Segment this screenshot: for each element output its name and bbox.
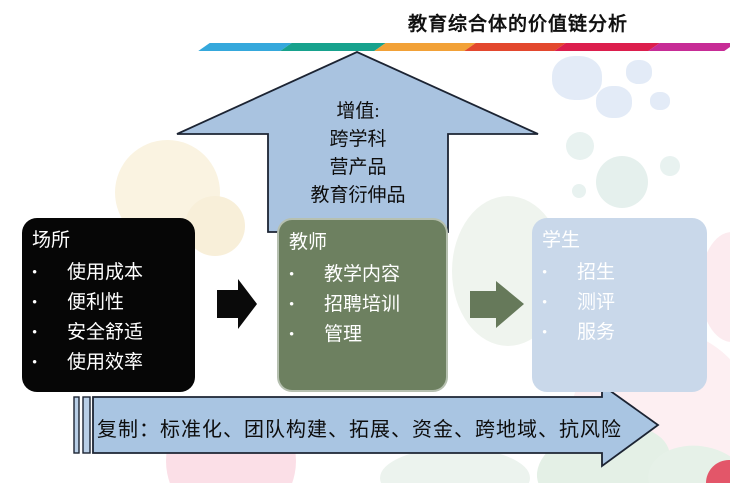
bottom-arrow-shape [92, 383, 660, 468]
up-arrow-line-4: 教育衍伸品 [310, 185, 406, 206]
bottom-arrow-label: 复制：标准化、团队构建、拓展、资金、跨地域、抗风险 [97, 419, 622, 441]
up-arrow-line-1: 增值: [336, 101, 380, 122]
decor-teal-circle-tiny [572, 184, 586, 198]
bullet-icon: • [289, 267, 295, 283]
student-box: 学生 • 招生 • 测评 • 服务 [532, 218, 707, 392]
bullet-icon: • [542, 325, 548, 341]
student-box-list: • 招生 • 测评 • 服务 [542, 258, 699, 348]
green-right-arrow [470, 281, 524, 328]
up-arrow-label: 增值: 跨学科 营产品 教育衍伸品 [252, 98, 464, 210]
decor-blue-flake-1 [552, 56, 602, 100]
black-right-arrow [217, 279, 257, 329]
up-arrow-shape [176, 51, 539, 233]
teacher-box-title: 教师 [289, 232, 328, 253]
bottom-arrow-stripe-1 [73, 396, 80, 454]
list-item: • 招生 [542, 258, 699, 288]
decor-blue-flake-3 [626, 60, 652, 84]
list-item-label: 招聘培训 [324, 294, 401, 315]
list-item-label: 测评 [577, 292, 616, 313]
list-item: • 安全舒适 [32, 318, 187, 348]
venue-box: 场所 • 使用成本 • 便利性 • 安全舒适 • 使用效率 [22, 218, 195, 392]
teacher-box-list: • 教学内容 • 招聘培训 • 管理 [289, 260, 438, 350]
page-title: 教育综合体的价值链分析 [408, 14, 629, 35]
venue-box-list: • 使用成本 • 便利性 • 安全舒适 • 使用效率 [32, 258, 187, 378]
list-item: • 管理 [289, 320, 438, 350]
decor-blue-flake-2 [596, 86, 632, 118]
bottom-arrow-stripe-2 [82, 396, 91, 454]
list-item-label: 便利性 [67, 292, 125, 313]
bullet-icon: • [32, 355, 38, 371]
teacher-box: 教师 • 教学内容 • 招聘培训 • 管理 [277, 218, 448, 392]
list-item: • 服务 [542, 318, 699, 348]
list-item: • 招聘培训 [289, 290, 438, 320]
venue-box-title: 场所 [32, 230, 71, 251]
bullet-icon: • [32, 265, 38, 281]
list-item: • 测评 [542, 288, 699, 318]
bullet-icon: • [32, 325, 38, 341]
list-item: • 使用成本 [32, 258, 187, 288]
bullet-icon: • [542, 265, 548, 281]
decor-red-dot-corner [706, 460, 730, 483]
decor-blue-flake-4 [650, 92, 670, 110]
up-arrow-line-2: 跨学科 [329, 129, 387, 150]
student-box-title: 学生 [542, 230, 581, 251]
bullet-icon: • [289, 327, 295, 343]
up-arrow-line-3: 营产品 [329, 157, 387, 178]
list-item-label: 教学内容 [324, 264, 401, 285]
list-item-label: 安全舒适 [67, 322, 144, 343]
bullet-icon: • [32, 295, 38, 311]
bullet-icon: • [289, 297, 295, 313]
decor-teal-circle-large [596, 156, 648, 208]
decor-cream-blob-small [185, 196, 245, 256]
list-item: • 便利性 [32, 288, 187, 318]
list-item-label: 招生 [577, 262, 616, 283]
list-item-label: 管理 [324, 324, 363, 345]
decor-teal-circle-small [660, 156, 680, 176]
list-item: • 使用效率 [32, 348, 187, 378]
list-item: • 教学内容 [289, 260, 438, 290]
list-item-label: 使用效率 [67, 352, 144, 373]
decor-teal-circle-medium [566, 132, 594, 160]
list-item-label: 使用成本 [67, 262, 144, 283]
bullet-icon: • [542, 295, 548, 311]
list-item-label: 服务 [577, 322, 616, 343]
